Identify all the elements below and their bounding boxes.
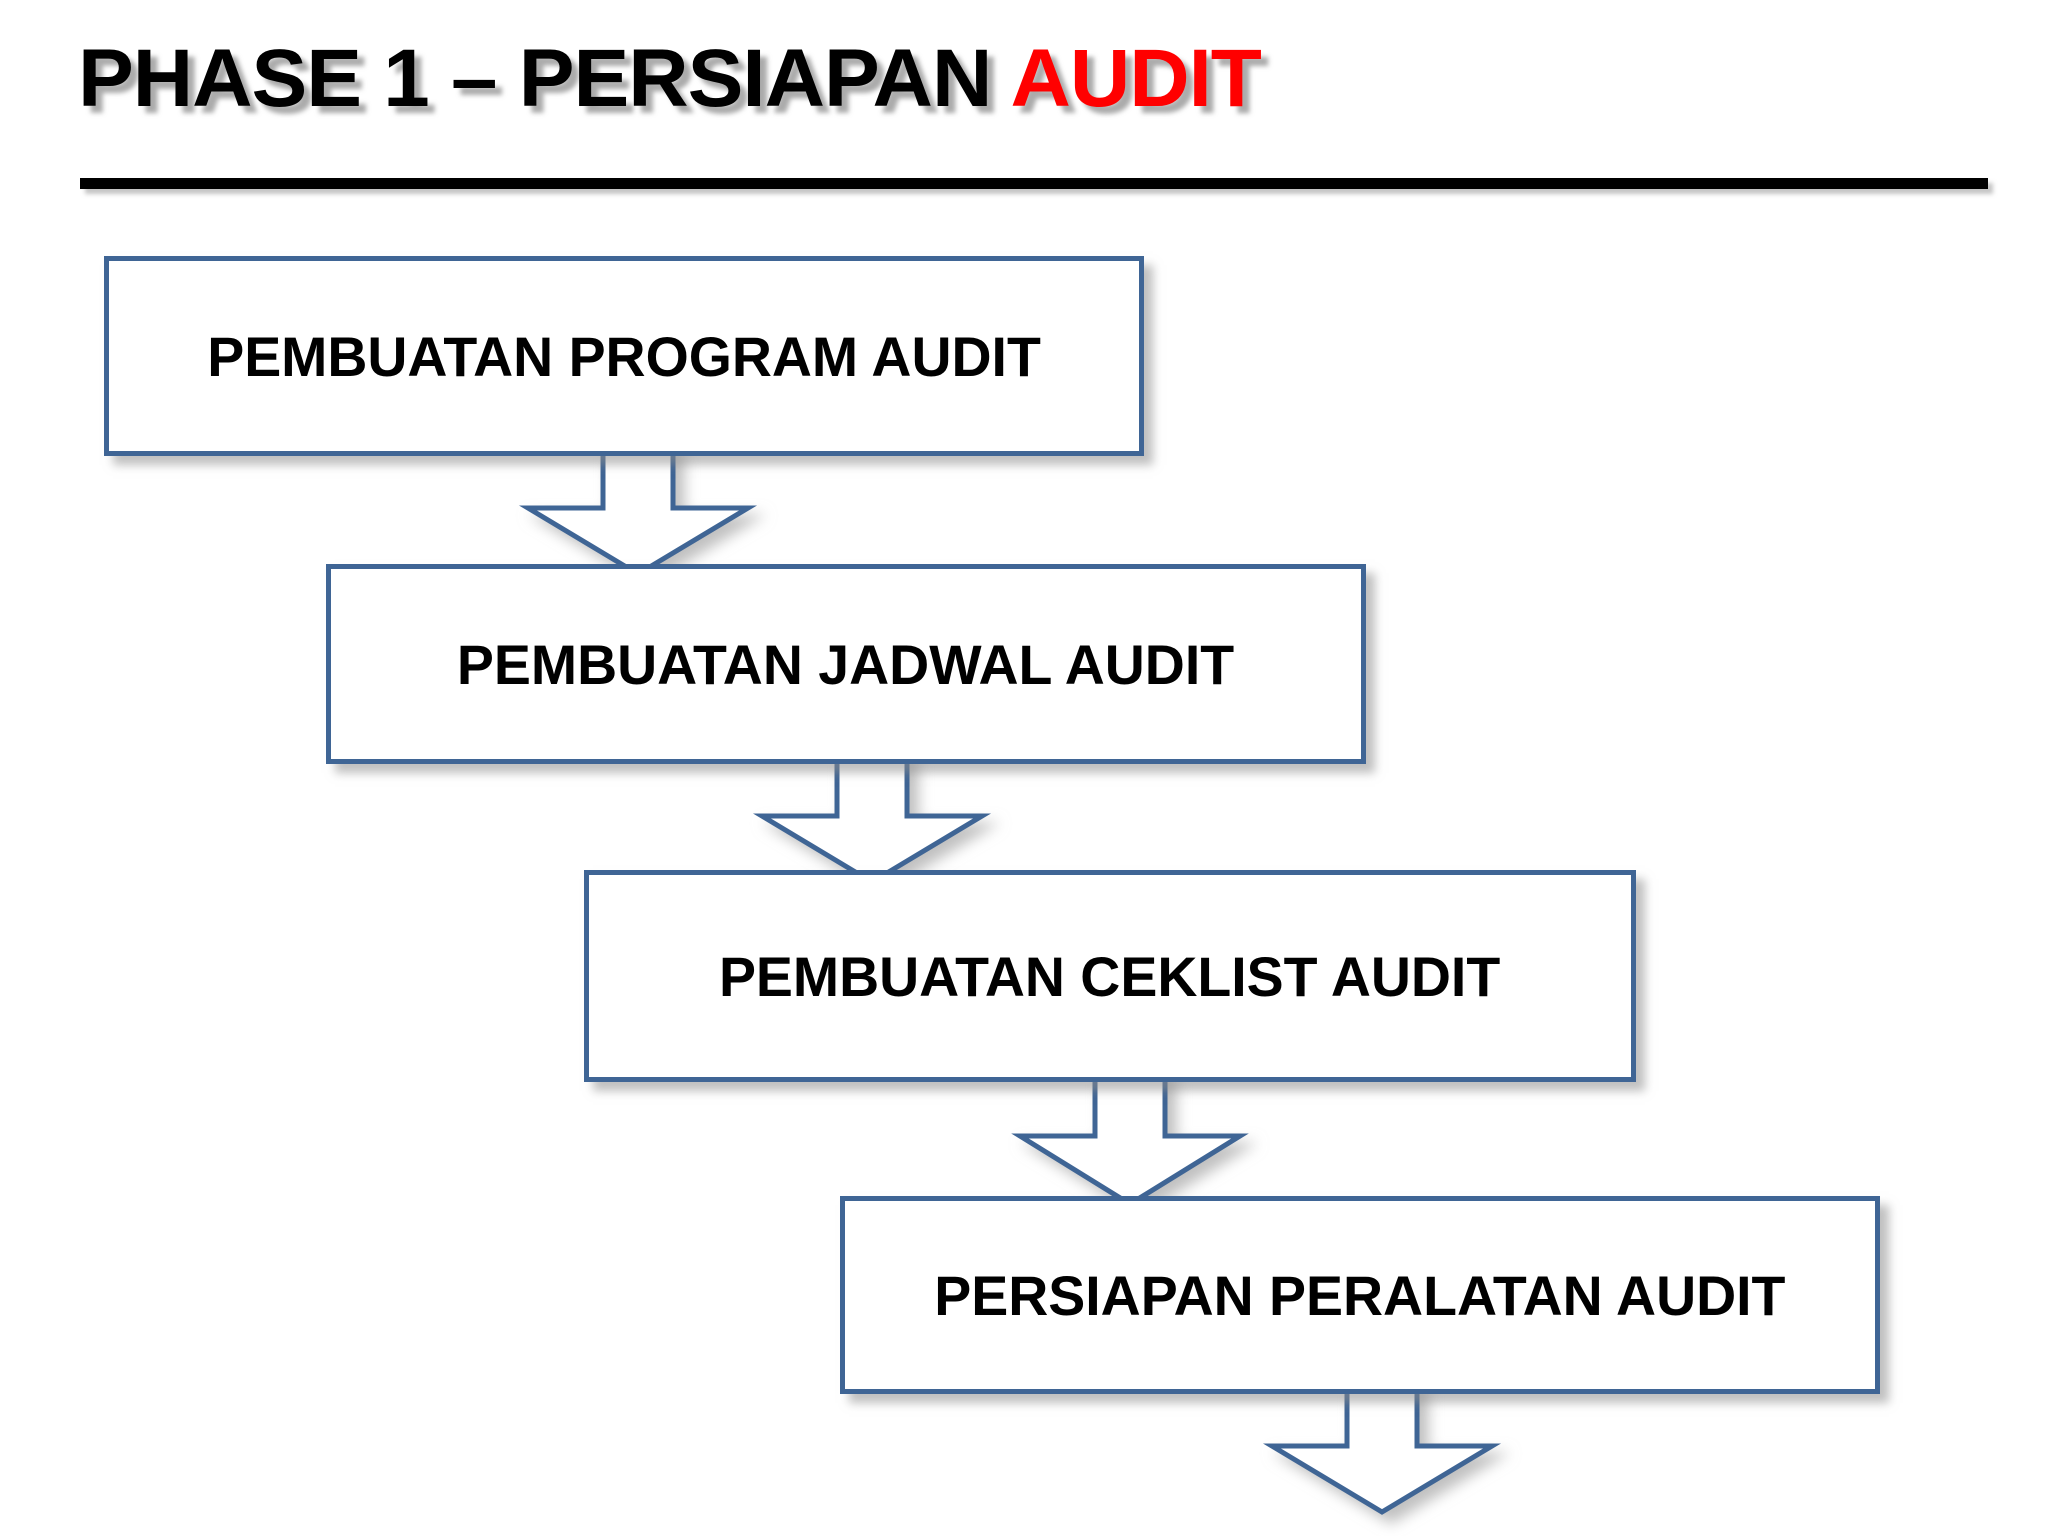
- flow-step-1[interactable]: PEMBUATAN PROGRAM AUDIT: [104, 256, 1144, 456]
- arrow-down-icon-step3-to-step4: [1011, 1067, 1249, 1207]
- page-title-highlight: AUDIT: [1010, 33, 1261, 124]
- page-title: PHASE 1 – PERSIAPAN AUDIT: [78, 38, 1262, 120]
- title-underline: [80, 178, 1988, 189]
- flow-step-2[interactable]: PEMBUATAN JADWAL AUDIT: [326, 564, 1366, 764]
- flow-step-4-label: PERSIAPAN PERALATAN AUDIT: [934, 1263, 1786, 1327]
- arrow-down-icon-step2-to-step3: [752, 749, 992, 885]
- arrow-down-icon-step4-to-next: [1262, 1379, 1502, 1515]
- arrow-down-icon-step1-to-step2: [518, 441, 758, 577]
- flow-step-2-label: PEMBUATAN JADWAL AUDIT: [457, 632, 1235, 696]
- flow-step-3-label: PEMBUATAN CEKLIST AUDIT: [719, 944, 1501, 1008]
- flow-step-1-label: PEMBUATAN PROGRAM AUDIT: [207, 324, 1041, 388]
- flow-step-4[interactable]: PERSIAPAN PERALATAN AUDIT: [840, 1196, 1880, 1394]
- page-title-base: PHASE 1 – PERSIAPAN: [78, 33, 1011, 124]
- flow-step-3[interactable]: PEMBUATAN CEKLIST AUDIT: [584, 870, 1636, 1082]
